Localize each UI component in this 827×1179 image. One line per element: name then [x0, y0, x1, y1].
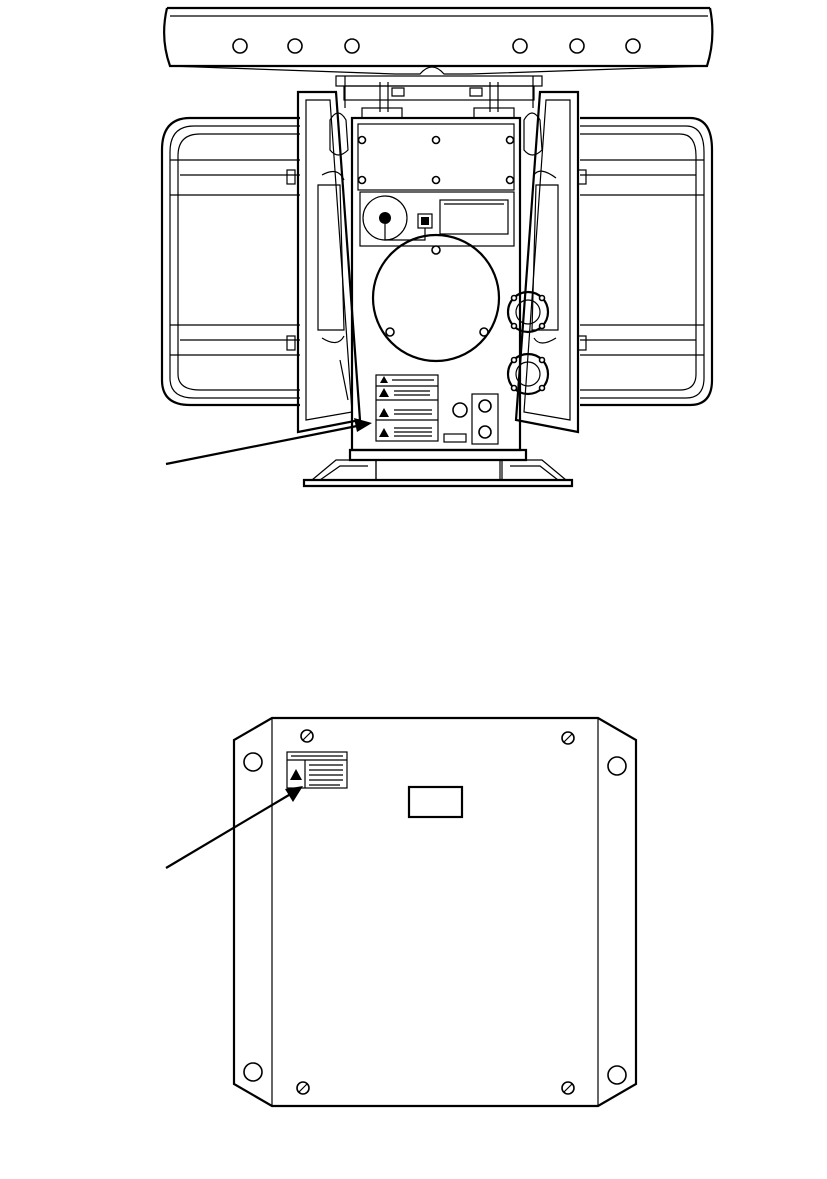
pedestal-base: [304, 450, 572, 486]
cover-plate-drawing: [166, 718, 636, 1106]
left-motor-housing: [162, 118, 300, 405]
cover-warning-label: [287, 752, 347, 788]
connector-panel: [363, 196, 508, 240]
right-motor-housing: [578, 118, 712, 405]
left-side-bracket: [298, 92, 360, 432]
top-mounting-flange: [336, 76, 542, 118]
circular-cover: [373, 235, 499, 361]
antenna-unit-drawing: [162, 8, 712, 486]
callout-arrow-antenna-label: [166, 418, 372, 464]
cover-window: [409, 787, 462, 817]
warning-label-stack: [376, 375, 498, 444]
radiator-bar: [164, 8, 712, 74]
